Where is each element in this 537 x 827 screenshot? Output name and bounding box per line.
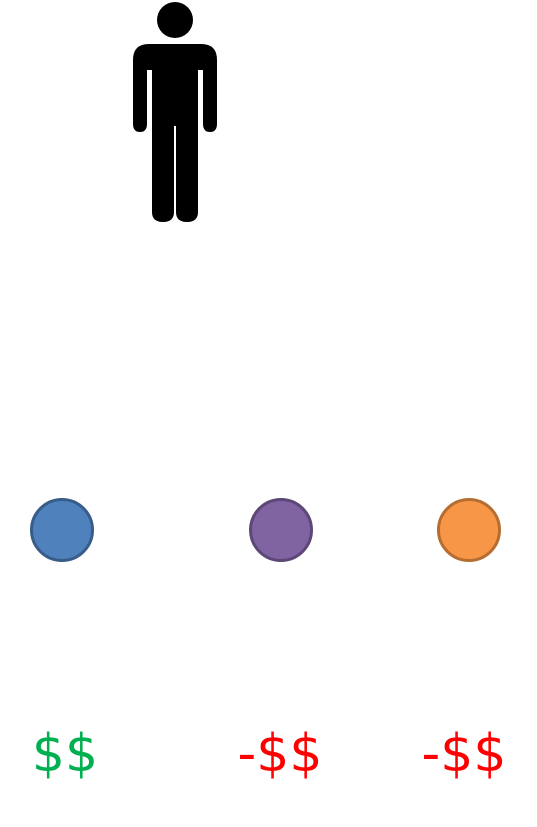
purple-circle-node <box>249 498 313 562</box>
blue-node-value-label: $$ <box>31 724 99 784</box>
blue-circle-node <box>30 498 94 562</box>
orange-node-value-label: -$$ <box>421 724 507 784</box>
orange-circle-node <box>437 498 501 562</box>
person-icon <box>131 0 219 224</box>
purple-node-value-label: -$$ <box>237 724 323 784</box>
